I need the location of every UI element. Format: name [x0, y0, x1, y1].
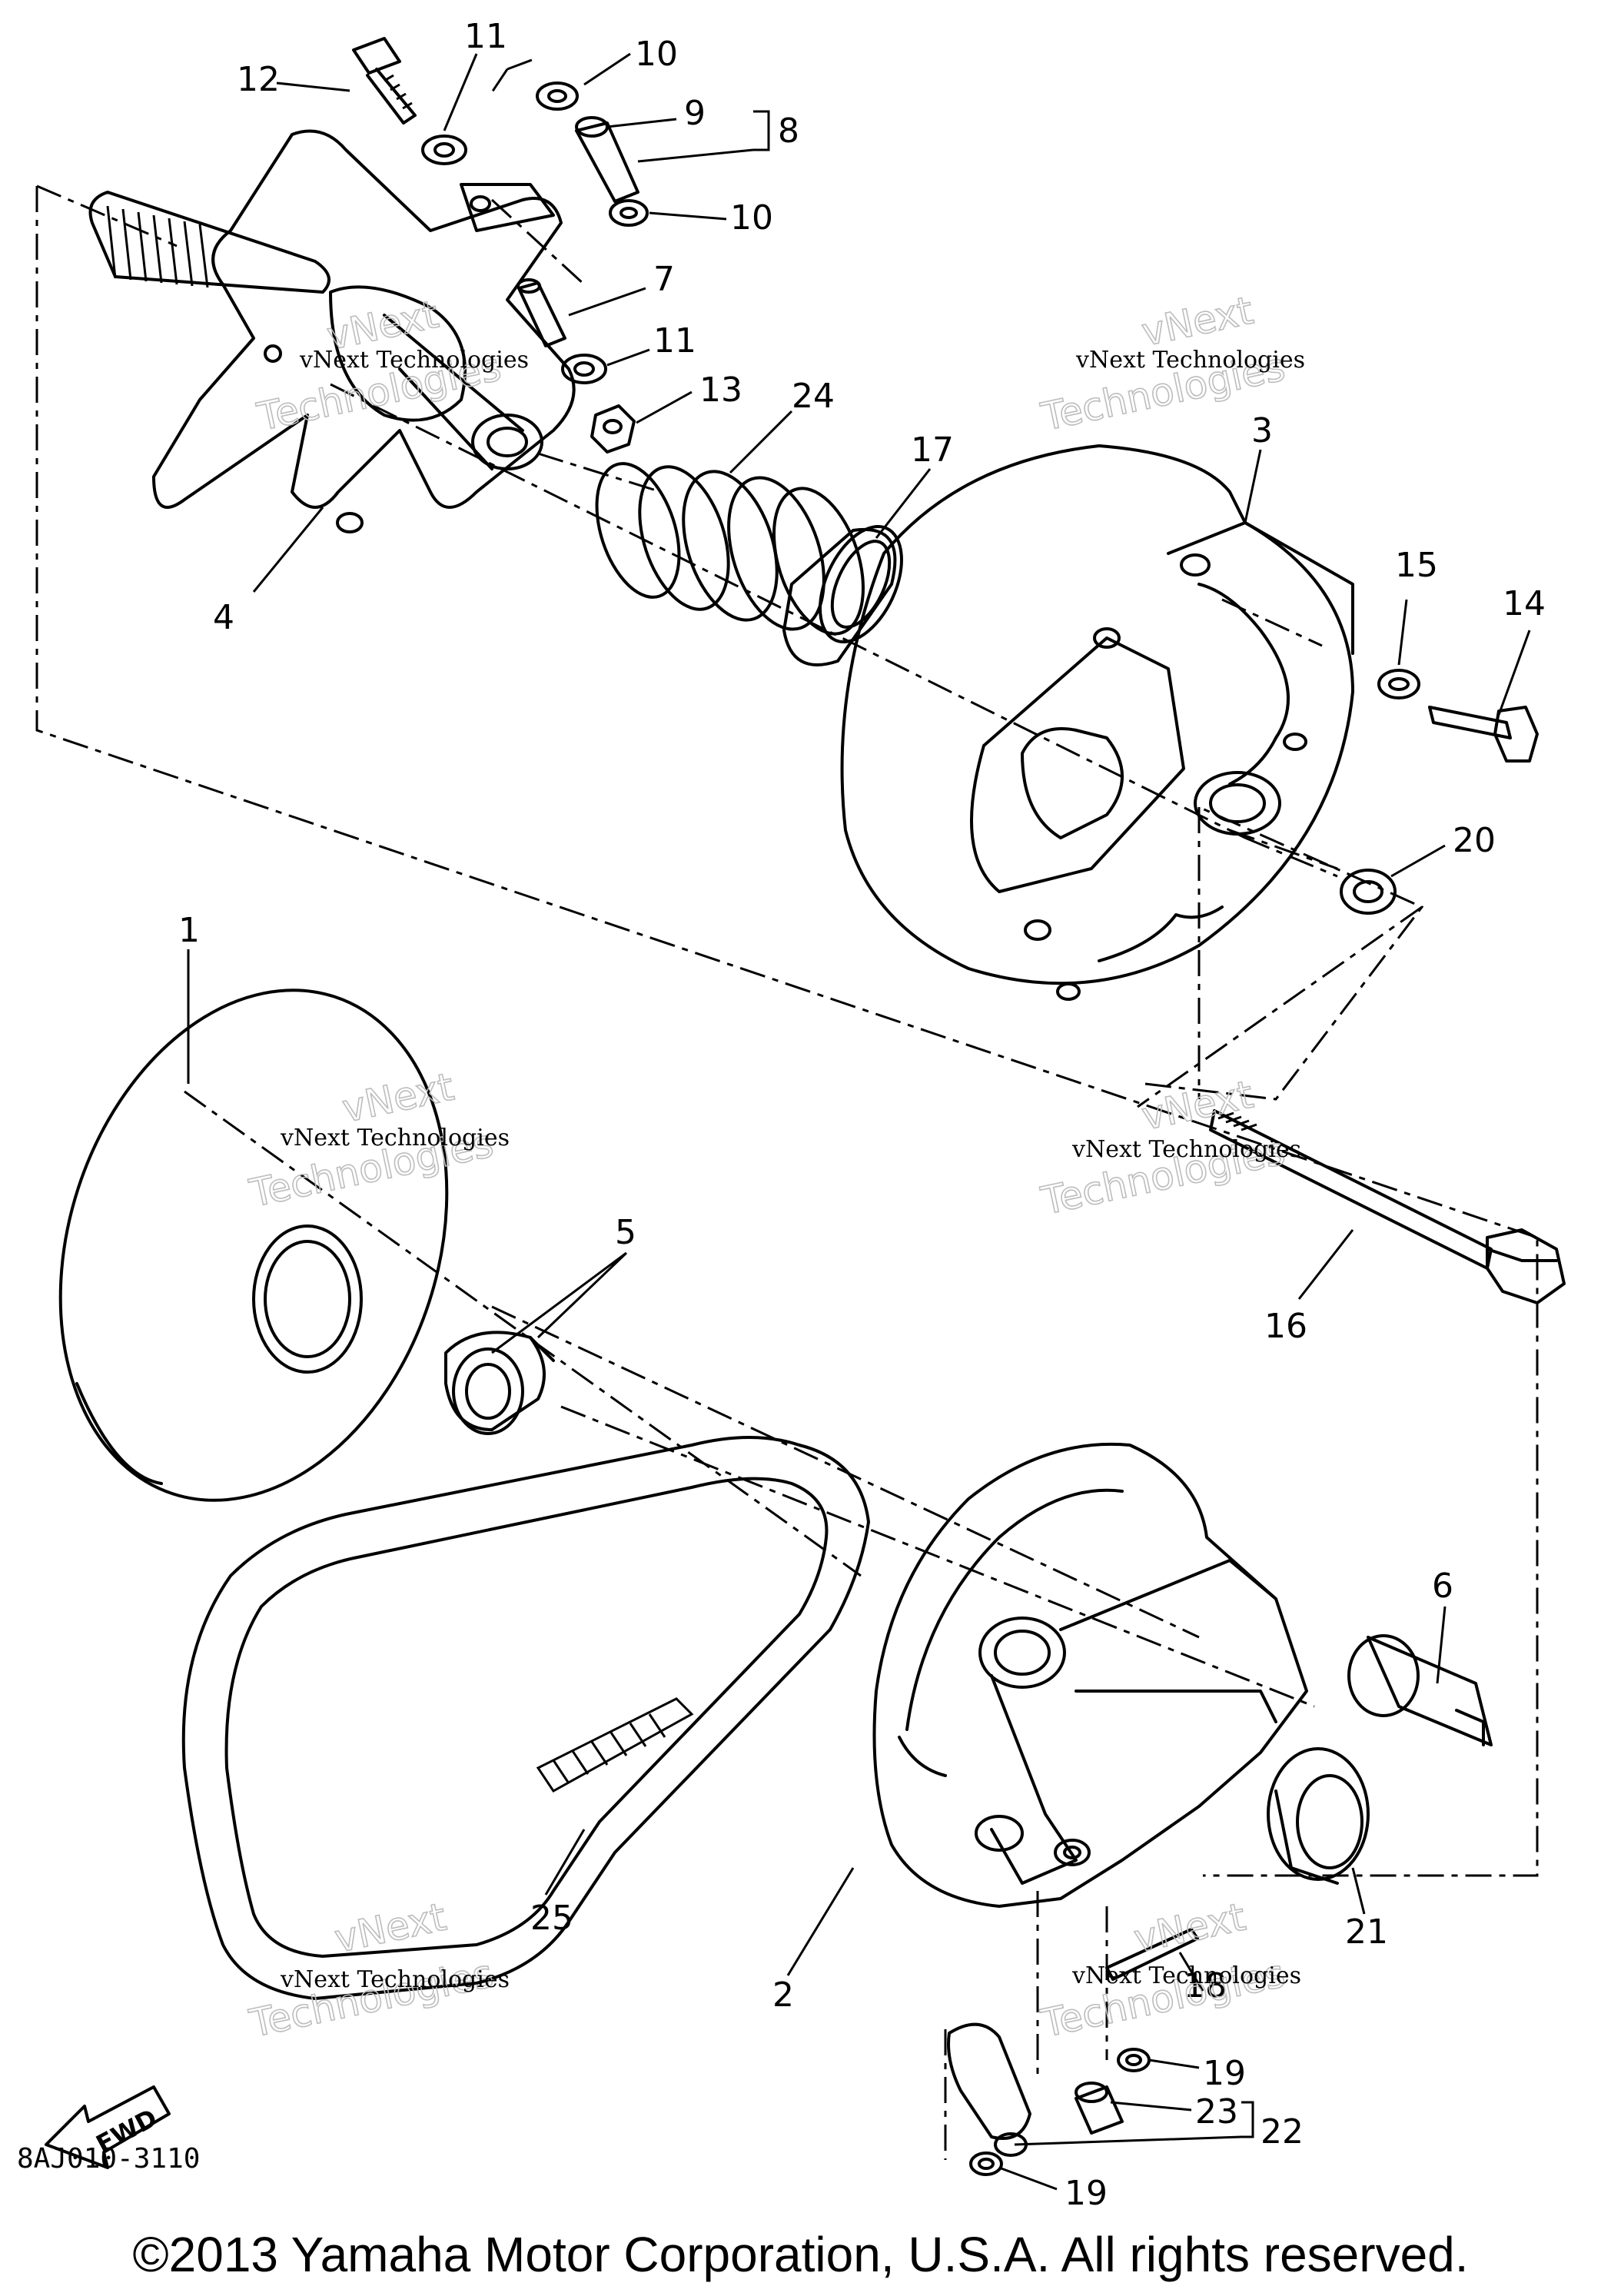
part-21-ring	[1267, 1747, 1370, 1885]
axis-frame-lines	[35, 184, 1539, 1877]
callout-12: 12	[237, 60, 280, 99]
callout-10b: 10	[730, 198, 773, 238]
part-6-slider	[1347, 1634, 1493, 1746]
part-16-long-bolt	[1209, 1109, 1566, 1304]
callout-7: 7	[653, 260, 675, 299]
watermark-outline-5: vNext	[338, 1065, 457, 1131]
callout-22: 22	[1261, 2112, 1304, 2151]
callout-2: 2	[772, 1975, 794, 2015]
callout-numbers: 1 2 3 4 5 6 7 8 9 10 10 11 11 12 13 14 1…	[178, 17, 1546, 2213]
hardware-stack-7-13	[352, 37, 649, 454]
part-3-cover	[840, 444, 1354, 1001]
callout-8: 8	[778, 111, 799, 151]
callout-14: 14	[1503, 584, 1546, 623]
part-5-bushings	[444, 1331, 555, 1435]
watermark-outline-10: Technologies	[245, 1951, 497, 2046]
callout-1: 1	[178, 911, 200, 950]
copyright-notice: ©2013 Yamaha Motor Corporation, U.S.A. A…	[132, 2227, 1469, 2282]
callout-11b: 11	[653, 321, 696, 361]
callout-9: 9	[684, 94, 706, 133]
part-1-fixed-sheave	[58, 989, 449, 1502]
watermark-text-6: vNext Technologies	[1071, 1962, 1301, 1989]
hardware-14-15-20	[1340, 669, 1539, 915]
watermark-outline-3: vNext	[1138, 288, 1257, 355]
part-25-drive-belt	[181, 1436, 870, 2000]
watermark-text-1: vNext Technologies	[299, 347, 529, 374]
callout-4: 4	[213, 598, 234, 637]
leader-lines	[187, 52, 1531, 2191]
callout-21: 21	[1345, 1912, 1388, 1952]
callout-13: 13	[699, 370, 742, 410]
callout-17: 17	[911, 430, 954, 470]
callout-10a: 10	[635, 35, 678, 74]
watermark-text-3: vNext Technologies	[280, 1125, 510, 1151]
watermark-text-2: vNext Technologies	[1075, 347, 1305, 374]
callout-19b: 19	[1065, 2174, 1108, 2213]
callout-11a: 11	[464, 17, 507, 56]
callout-19a: 19	[1203, 2054, 1246, 2093]
watermark-text-5: vNext Technologies	[280, 1966, 510, 1993]
part-2-movable-sheave	[872, 1442, 1308, 1908]
part-4-spider-hub	[88, 129, 576, 533]
weight-assembly-18-23	[944, 1891, 1199, 2176]
callout-16: 16	[1264, 1307, 1307, 1346]
diagram-code: 8AJ010-3110	[17, 2143, 201, 2175]
callout-20: 20	[1453, 821, 1496, 860]
callout-5: 5	[615, 1213, 636, 1252]
part-17-bushing	[782, 525, 903, 666]
callout-3: 3	[1251, 411, 1273, 450]
callout-25: 25	[530, 1899, 573, 1938]
callout-24: 24	[792, 377, 835, 416]
callout-18: 18	[1184, 1966, 1227, 2005]
callout-6: 6	[1432, 1567, 1453, 1606]
watermark-outline-11: vNext	[1130, 1895, 1249, 1962]
callout-23: 23	[1195, 2092, 1238, 2132]
watermark-outline-7: vNext	[1138, 1072, 1257, 1139]
watermark-text-4: vNext Technologies	[1071, 1136, 1301, 1163]
callout-15: 15	[1395, 546, 1438, 585]
